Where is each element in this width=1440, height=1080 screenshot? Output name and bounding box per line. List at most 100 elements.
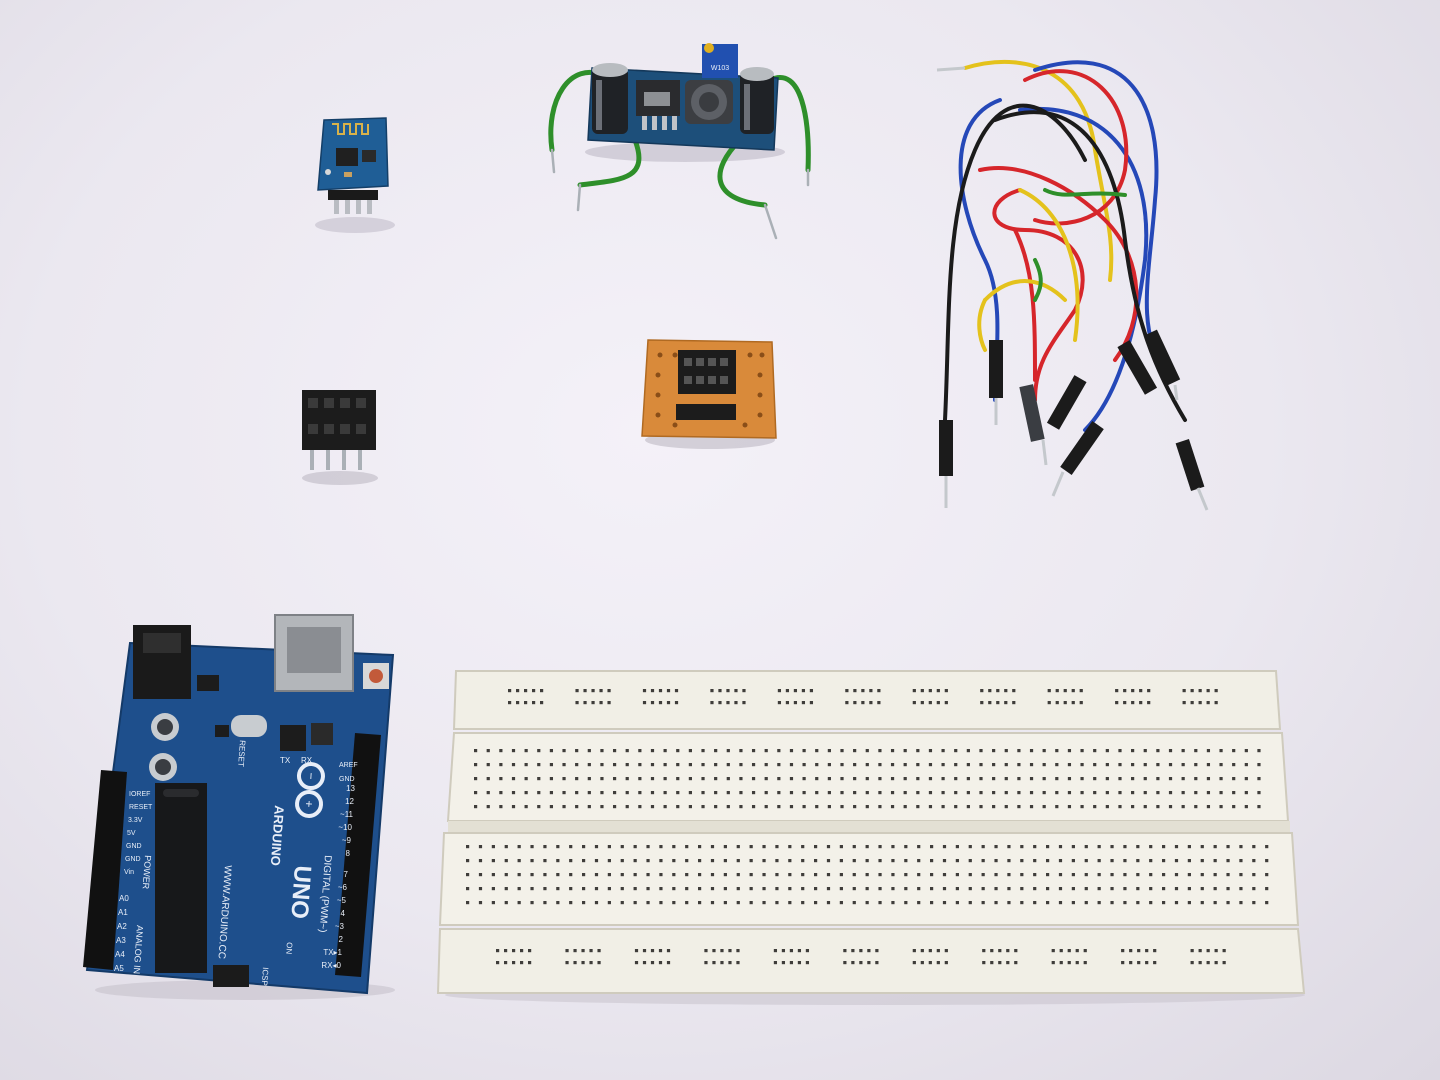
breadboard-hole bbox=[597, 961, 601, 965]
breadboard-hole bbox=[955, 887, 959, 891]
digital-pin-label: ~3 bbox=[335, 922, 345, 931]
breadboard-hole bbox=[575, 805, 579, 809]
breadboard-hole bbox=[549, 749, 554, 753]
breadboard-hole bbox=[954, 791, 958, 795]
breadboard-hole bbox=[504, 845, 508, 849]
breadboard-hole bbox=[840, 777, 844, 781]
breadboard-hole bbox=[1055, 689, 1059, 693]
breadboard-hole bbox=[801, 689, 806, 693]
breadboard-hole bbox=[1129, 961, 1133, 965]
breadboard-hole bbox=[1118, 749, 1122, 753]
female-header-2x4 bbox=[302, 390, 378, 485]
breadboard-hole bbox=[589, 949, 593, 953]
breadboard-hole bbox=[1033, 887, 1037, 891]
breadboard-hole bbox=[1181, 777, 1185, 781]
breadboard-hole bbox=[1265, 845, 1269, 849]
breadboard-hole bbox=[1194, 791, 1198, 795]
breadboard-hole bbox=[1123, 689, 1127, 693]
breadboard-hole bbox=[599, 701, 603, 705]
breadboard-hole bbox=[676, 805, 680, 809]
breadboard-hole bbox=[1017, 777, 1021, 781]
breadboard-hole bbox=[941, 791, 945, 795]
breadboard-hole bbox=[840, 763, 844, 767]
breadboard-hole bbox=[1017, 749, 1021, 753]
breadboard-hole bbox=[666, 701, 671, 705]
breadboard-hole bbox=[597, 949, 601, 953]
breadboard-hole bbox=[562, 777, 566, 781]
breadboard-hole bbox=[891, 873, 895, 877]
breadboard-hole bbox=[840, 791, 844, 795]
breadboard-hole bbox=[979, 763, 983, 767]
breadboard-hole bbox=[942, 845, 947, 849]
breadboard-hole bbox=[659, 901, 663, 905]
power-rail-top bbox=[452, 670, 1282, 730]
power-pin-label: 3.3V bbox=[128, 817, 143, 824]
breadboard-hole bbox=[840, 749, 844, 753]
breadboard-hole bbox=[663, 791, 667, 795]
crystal-oscillator bbox=[231, 715, 267, 737]
breadboard-hole bbox=[575, 763, 579, 767]
breadboard-hole bbox=[1071, 873, 1075, 877]
breadboard-hole bbox=[1058, 859, 1063, 863]
breadboard-hole bbox=[903, 763, 907, 767]
breadboard-hole bbox=[537, 763, 541, 767]
breadboard-hole bbox=[777, 701, 782, 705]
breadboard-hole bbox=[789, 961, 794, 965]
breadboard-hole bbox=[1156, 777, 1160, 781]
breadboard-hole bbox=[466, 873, 470, 877]
breadboard-hole bbox=[891, 845, 895, 849]
breadboard-hole bbox=[1149, 887, 1153, 891]
breadboard-hole bbox=[650, 689, 655, 693]
breadboard-hole bbox=[930, 887, 934, 891]
breadboard-hole bbox=[516, 701, 520, 705]
breadboard-hole bbox=[504, 887, 508, 891]
breadboard-hole bbox=[1058, 887, 1063, 891]
breadboard-hole bbox=[891, 859, 895, 863]
breadboard-hole bbox=[620, 887, 624, 891]
breadboard-hole bbox=[520, 949, 524, 953]
breadboard-hole bbox=[672, 845, 676, 849]
breadboard-hole bbox=[726, 777, 730, 781]
breadboard-hole bbox=[1123, 859, 1127, 863]
breadboard-hole bbox=[712, 949, 716, 953]
breadboard-hole bbox=[701, 749, 705, 753]
breadboard-hole bbox=[1020, 901, 1024, 905]
breadboard-hole bbox=[814, 859, 818, 863]
breadboard-hole bbox=[587, 791, 591, 795]
breadboard-hole bbox=[954, 805, 958, 809]
breadboard-hole bbox=[625, 777, 629, 781]
digital-pin-label: ~9 bbox=[342, 836, 352, 845]
breadboard-hole bbox=[701, 763, 705, 767]
digital-pin-label: 8 bbox=[346, 849, 351, 858]
arduino-uno-board: − + ARDUINO UNO WWW.ARDUINO.CC DIGITAL (… bbox=[83, 614, 395, 1000]
breadboard-hole bbox=[982, 961, 986, 965]
breadboard-hole bbox=[672, 887, 676, 891]
breadboard-hole bbox=[912, 961, 916, 965]
breadboard-hole bbox=[685, 873, 689, 877]
breadboard-hole bbox=[666, 949, 671, 953]
breadboard-hole bbox=[1214, 949, 1218, 953]
breadboard-hole bbox=[659, 873, 663, 877]
breadboard-hole bbox=[1007, 859, 1011, 863]
breadboard-hole bbox=[734, 701, 738, 705]
breadboard-hole bbox=[1232, 791, 1236, 795]
breadboard-hole bbox=[1232, 763, 1236, 767]
breadboard-hole bbox=[852, 859, 856, 863]
breadboard-hole bbox=[1198, 949, 1202, 953]
breadboard-hole bbox=[1206, 777, 1211, 781]
breadboard-hole bbox=[912, 949, 916, 953]
breadboard-hole bbox=[1239, 873, 1243, 877]
breadboard-hole bbox=[1137, 961, 1141, 965]
breadboard-hole bbox=[1012, 689, 1016, 693]
breadboard-hole bbox=[1055, 791, 1059, 795]
breadboard-hole bbox=[723, 845, 727, 849]
breadboard-hole bbox=[1110, 873, 1114, 877]
breadboard-hole bbox=[1014, 961, 1018, 965]
breadboard-hole bbox=[1029, 791, 1034, 795]
breadboard-hole bbox=[853, 701, 857, 705]
breadboard-hole bbox=[827, 791, 831, 795]
breadboard-hole bbox=[773, 949, 778, 953]
breadboard-hole bbox=[1055, 763, 1059, 767]
breadboard-hole bbox=[1198, 701, 1202, 705]
jumper-connector-pins bbox=[936, 66, 1209, 511]
